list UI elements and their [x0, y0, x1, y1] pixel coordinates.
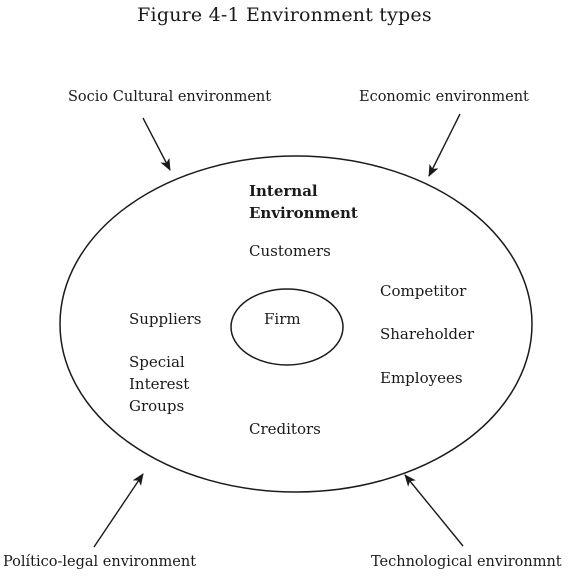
socio-cultural-arrow: [142, 117, 171, 171]
special-interest-line1: Special: [129, 353, 185, 371]
customers-label: Customers: [249, 242, 331, 260]
special-interest-line3: Groups: [129, 397, 185, 415]
creditors-label: Creditors: [249, 420, 321, 438]
technological-arrow: [404, 474, 464, 547]
internal-heading-line1: Internal: [249, 182, 318, 200]
figure-title: Figure 4-1 Environment types: [137, 4, 432, 26]
technological-label: Technological environmnt: [371, 554, 562, 570]
suppliers-label: Suppliers: [129, 310, 202, 328]
internal-heading-line2: Environment: [249, 204, 358, 222]
firm-ellipse: [230, 288, 344, 366]
economic-label: Economic environment: [359, 89, 529, 105]
employees-label: Employees: [380, 369, 463, 387]
special-interest-line2: Interest: [129, 375, 190, 393]
politico-legal-label: Político-legal environment: [3, 554, 197, 570]
politico-legal-arrow: [93, 473, 144, 548]
internal-environment-ellipse: [59, 155, 533, 493]
firm-label: Firm: [264, 310, 301, 328]
competitor-label: Competitor: [380, 282, 467, 300]
economic-arrow: [428, 113, 461, 177]
shareholder-label: Shareholder: [380, 325, 475, 343]
socio-cultural-label: Socio Cultural environment: [68, 89, 272, 105]
